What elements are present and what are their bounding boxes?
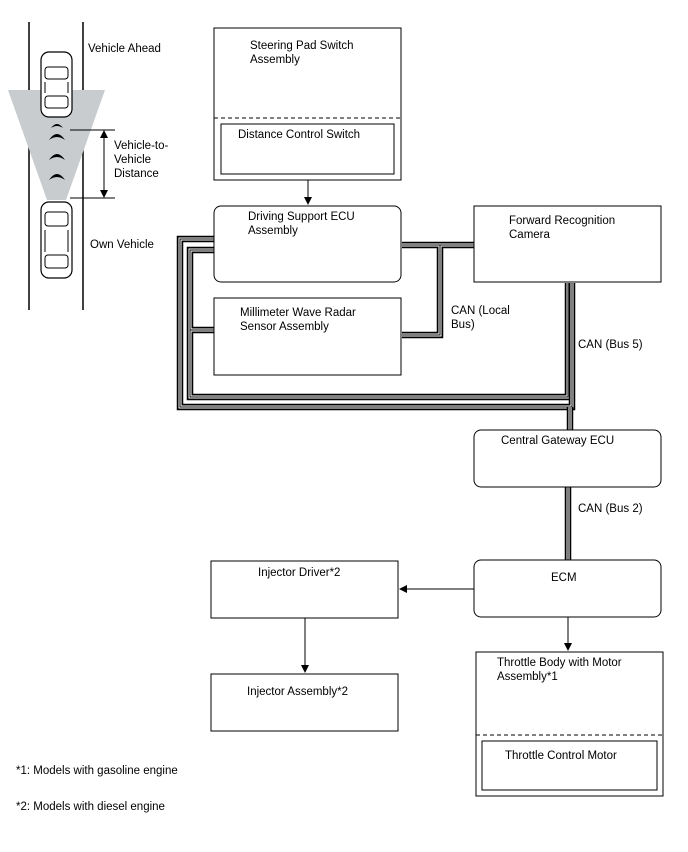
gateway-label: Central Gateway ECU xyxy=(501,435,615,447)
radar-beam xyxy=(8,90,105,200)
throttle-motor-label: Throttle Control Motor xyxy=(505,750,617,762)
driving-support-ecu-box xyxy=(213,205,402,283)
throttle-motor-box xyxy=(481,740,658,791)
own-vehicle-label: Own Vehicle xyxy=(90,239,154,251)
gateway-box xyxy=(473,429,662,488)
injector-driver-label: Injector Driver*2 xyxy=(258,567,341,579)
vehicle-ahead-icon xyxy=(40,51,73,118)
radar-box xyxy=(213,297,402,376)
distance-control-switch-box xyxy=(220,123,395,175)
ecm-box xyxy=(473,559,662,618)
driving-support-ecu-label: Driving Support ECU Assembly xyxy=(248,211,355,237)
can-outer-bus xyxy=(176,235,576,411)
forward-camera-label: Forward Recognition Camera xyxy=(509,215,616,241)
distance-label: Vehicle-to- Vehicle Distance xyxy=(114,140,169,180)
own-vehicle-icon xyxy=(40,201,73,279)
distance-chevrons-icon xyxy=(49,124,65,180)
can-local-bus xyxy=(186,241,572,401)
distance-control-switch-label: Distance Control Switch xyxy=(238,129,361,141)
can-bus5-label: CAN (Bus 5) xyxy=(578,339,643,351)
road-scene xyxy=(8,22,115,310)
ecm-label: ECM xyxy=(551,572,577,584)
radar-label: Millimeter Wave Radar Sensor Assembly xyxy=(240,307,356,333)
can-bus2-label: CAN (Bus 2) xyxy=(578,503,643,515)
injector-assembly-box xyxy=(210,673,399,732)
steering-pad-label: Steering Pad Switch Assembly xyxy=(250,40,354,66)
throttle-body-label: Throttle Body with Motor Assembly*1 xyxy=(497,657,622,683)
injector-driver-box xyxy=(210,560,399,619)
injector-assembly-label: Injector Assembly*2 xyxy=(247,686,348,698)
vehicle-ahead-label: Vehicle Ahead xyxy=(88,43,161,55)
footnote-1: *1: Models with gasoline engine xyxy=(16,765,178,777)
forward-camera-box xyxy=(473,205,662,283)
footnote-2: *2: Models with diesel engine xyxy=(16,801,165,813)
can-local-bus-label: CAN (Local Bus) xyxy=(451,305,510,331)
